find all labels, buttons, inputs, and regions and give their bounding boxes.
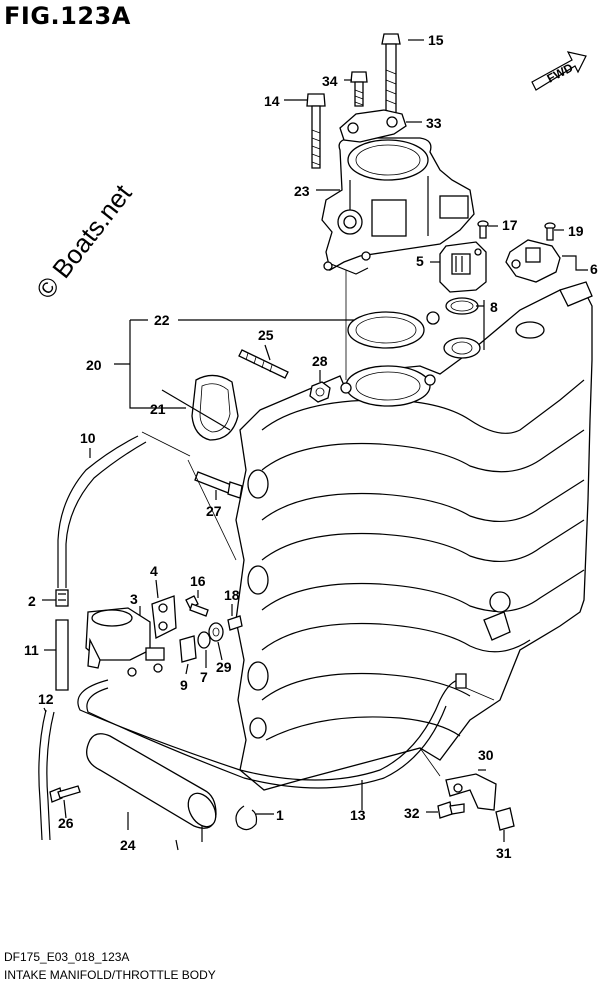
callout-33[interactable]: 33 — [426, 115, 442, 131]
callout-7[interactable]: 7 — [200, 669, 208, 685]
callout-8[interactable]: 8 — [490, 299, 498, 315]
bracket-33 — [339, 109, 407, 143]
intake-manifold — [235, 281, 593, 791]
grommet-9 — [179, 635, 197, 663]
bolt-14 — [306, 93, 326, 169]
canister-24 — [86, 733, 217, 851]
callout-25[interactable]: 25 — [258, 327, 274, 343]
callout-31[interactable]: 31 — [496, 845, 512, 861]
callout-10[interactable]: 10 — [80, 430, 96, 446]
callout-21[interactable]: 21 — [150, 401, 166, 417]
callout-16[interactable]: 16 — [190, 573, 206, 589]
clip-31 — [495, 807, 515, 831]
gasket-21 — [191, 374, 239, 441]
nut-28 — [309, 381, 331, 403]
bolt-16 — [185, 595, 209, 617]
screw-17 — [477, 220, 489, 239]
callout-19[interactable]: 19 — [568, 223, 584, 239]
callout-27[interactable]: 27 — [206, 503, 222, 519]
callout-30[interactable]: 30 — [478, 747, 494, 763]
bolt-34 — [350, 71, 368, 107]
hose-13 — [77, 673, 467, 789]
leader-lines — [42, 39, 588, 842]
washer-29 — [208, 622, 224, 642]
joint-2 — [55, 589, 69, 607]
screw-19 — [544, 222, 556, 241]
figure-title: FIG.123A — [4, 2, 131, 30]
callout-24[interactable]: 24 — [120, 837, 136, 853]
stud-25 — [238, 349, 289, 379]
bolt-26 — [49, 785, 81, 803]
sensor-6 — [505, 239, 561, 283]
callout-28[interactable]: 28 — [312, 353, 328, 369]
callout-26[interactable]: 26 — [58, 815, 74, 831]
bracket-30 — [445, 773, 497, 811]
callout-23[interactable]: 23 — [294, 183, 310, 199]
collar-7 — [197, 631, 211, 649]
callout-5[interactable]: 5 — [416, 253, 424, 269]
bolt-32 — [437, 801, 465, 819]
forward-arrow-icon — [531, 51, 587, 91]
callout-20[interactable]: 20 — [86, 357, 102, 373]
throttle-body — [321, 137, 475, 275]
bracket-4 — [151, 595, 177, 639]
callout-32[interactable]: 32 — [404, 805, 420, 821]
callout-12[interactable]: 12 — [38, 691, 54, 707]
hose-12 — [38, 709, 55, 841]
gasket-22 — [347, 311, 440, 349]
callout-11[interactable]: 11 — [24, 642, 39, 658]
screw-18 — [227, 615, 243, 631]
drawing-code: DF175_E03_018_123A — [4, 950, 130, 964]
callout-17[interactable]: 17 — [502, 217, 518, 233]
hose-11 — [55, 619, 69, 691]
callout-6[interactable]: 6 — [590, 261, 598, 277]
hose-10 — [57, 435, 147, 588]
clip-1 — [235, 805, 258, 831]
callout-3[interactable]: 3 — [130, 591, 138, 607]
callout-2[interactable]: 2 — [28, 593, 36, 609]
callout-13[interactable]: 13 — [350, 807, 366, 823]
drawing-title: INTAKE MANIFOLD/THROTTLE BODY — [4, 968, 216, 982]
callout-1[interactable]: 1 — [276, 807, 284, 823]
sensor-5 — [439, 241, 487, 293]
bolt-27 — [194, 471, 243, 499]
callout-4[interactable]: 4 — [150, 563, 158, 579]
callout-34[interactable]: 34 — [322, 73, 338, 89]
callout-18[interactable]: 18 — [224, 587, 240, 603]
callout-15[interactable]: 15 — [428, 32, 444, 48]
callout-14[interactable]: 14 — [264, 93, 280, 109]
callout-29[interactable]: 29 — [216, 659, 232, 675]
solenoid-valve-3 — [85, 607, 165, 677]
callout-9[interactable]: 9 — [180, 677, 188, 693]
callout-22[interactable]: 22 — [154, 312, 170, 328]
bolt-15 — [381, 33, 401, 119]
